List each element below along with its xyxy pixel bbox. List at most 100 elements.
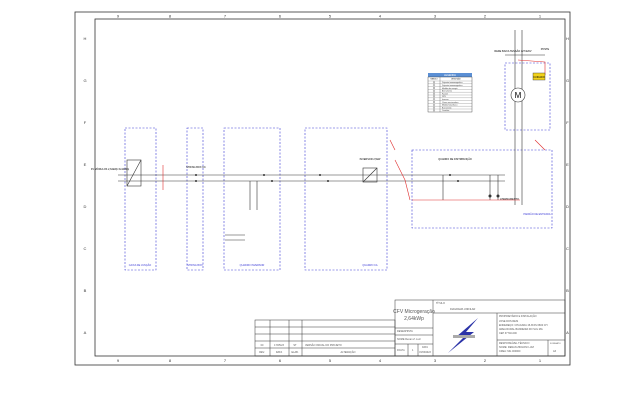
legend-symbol-icon [433,95,435,98]
junction-box-outline [124,127,157,271]
legend-item: Aterramento [442,90,452,93]
qd-label: QUADRO DE DISTRIBUIÇÃO [438,158,472,161]
rev-date: 17/05/23 [274,344,284,347]
ground-label: ATERRAMENTO [500,198,519,201]
legend-item: Chave seccionadora [442,102,458,104]
row-label: G [566,78,569,83]
row-label: D [84,204,87,209]
row-label: C [84,246,87,251]
row-label: E [566,162,569,167]
column-label: 5 [329,358,332,363]
row-label: B [84,288,87,293]
rev-number: 00 [261,344,264,347]
legend-header-desc: DESCRIÇÃO [451,78,461,81]
column-label: 3 [434,14,437,19]
rev-author: ST [293,344,297,347]
change-header: ALTERAÇÃO [341,351,356,354]
warning-label: CUIDADO [533,76,545,79]
column-label: 6 [279,14,282,19]
date-header: DATA [276,351,283,354]
network-label: REDE BAIXA TENSÃO 127/220V [494,50,532,53]
drafter-value: NOME Renan Z. Luiz [397,338,422,341]
format-label: FORMATO [550,342,561,345]
legend-header-symbol: SÍMBOLO [430,78,438,81]
column-label: 7 [224,14,227,19]
legend-symbol-icon [433,98,435,101]
address-value: ENDEREÇO: CHACARA 15 ATAS 6600 CH [499,324,548,327]
legend-symbol-icon [433,109,435,112]
legend-item: Inversor [442,99,449,101]
legend-item: Barramento [442,106,451,109]
inverter-label: INVERSOR 2,5kW [360,158,381,161]
row-label: E [84,162,87,167]
row-label: H [566,36,569,41]
drafter-label: DESENHISTA [397,330,413,333]
format-value: A3 [553,350,557,353]
rev-description: VERSÃO INICIAL DO PROJETO [305,344,342,347]
pv-module-symbol [126,159,142,187]
legend-item: Medidor de energia [442,88,457,90]
title-label: TÍTULO [436,302,445,305]
power-label: 2,64kWp [404,316,424,322]
crea-value: CREA: MG 000000 [499,350,521,353]
warning-plate [532,72,546,81]
legend-item: Disjuntor termomagnético [442,84,462,87]
cabinet-label: PADRÃO DE ENTRADA [523,213,551,216]
row-label: A [566,330,569,335]
column-label: 9 [117,358,120,363]
ac-panel-outline [304,127,388,271]
box1-label: CAIXA DE JUNÇÃO [129,264,152,267]
string-box-label: STRING BOX CC [186,166,206,169]
column-label: 4 [379,358,382,363]
row-label: D [566,204,569,209]
rev-header: REV. [259,351,265,354]
column-label: 7 [224,358,227,363]
title-value: DIAGRAMA UNIFILAR [450,308,475,311]
column-label: 6 [279,358,282,363]
legend-item: Disjuntor termomagnético [442,81,462,84]
legend-symbol-icon [433,84,435,87]
column-label: 1 [539,358,542,363]
company-logo-bar [453,335,475,338]
legend-symbol-icon [433,103,435,106]
resp-name: NOME: RENAN ZINGONI LUIZ [499,346,534,349]
column-label: 8 [169,14,172,19]
legend-item: Módulo fotovoltaico [442,104,457,107]
legend-item: Condutor [442,109,450,112]
row-label: A [84,330,87,335]
legend-symbol-icon [433,92,435,95]
owner-label: PROPRIETÁRIO E INSTALAÇÃO [499,315,537,318]
legend-item: DPS [442,96,446,98]
column-label: 4 [379,14,382,19]
inner-frame [94,18,566,357]
grounding-lines [162,59,546,201]
pole-label: POSTE [541,48,550,51]
date-value: 15/06/2023 [419,352,431,354]
sheet-value: 1 [412,349,414,352]
column-label: 8 [169,358,172,363]
breakers [195,174,500,198]
meter-symbol [510,87,526,103]
inverter-symbol [362,167,378,183]
row-label: B [566,288,569,293]
column-label: 2 [484,14,487,19]
row-label: C [566,246,569,251]
string-box-outline [186,127,204,271]
cep-value: CEP 37740-000 [499,332,517,335]
meter-label: M [515,91,522,100]
legend-symbol-icon [433,89,435,92]
box4-label: QUADRO CA [362,264,377,267]
resp-label: RESPONSÁVEL TÉCNICO [499,342,529,345]
column-label: 5 [329,14,332,19]
row-label: H [84,36,87,41]
sheet-label: FOLHA [397,349,405,352]
legend-symbol-icon [433,101,435,103]
box3-label: QUADRO INVERSOR [240,264,265,267]
area-value: AREA RURAL BANDEIRA DO SUL MG [499,328,543,331]
column-label: 1 [539,14,542,19]
